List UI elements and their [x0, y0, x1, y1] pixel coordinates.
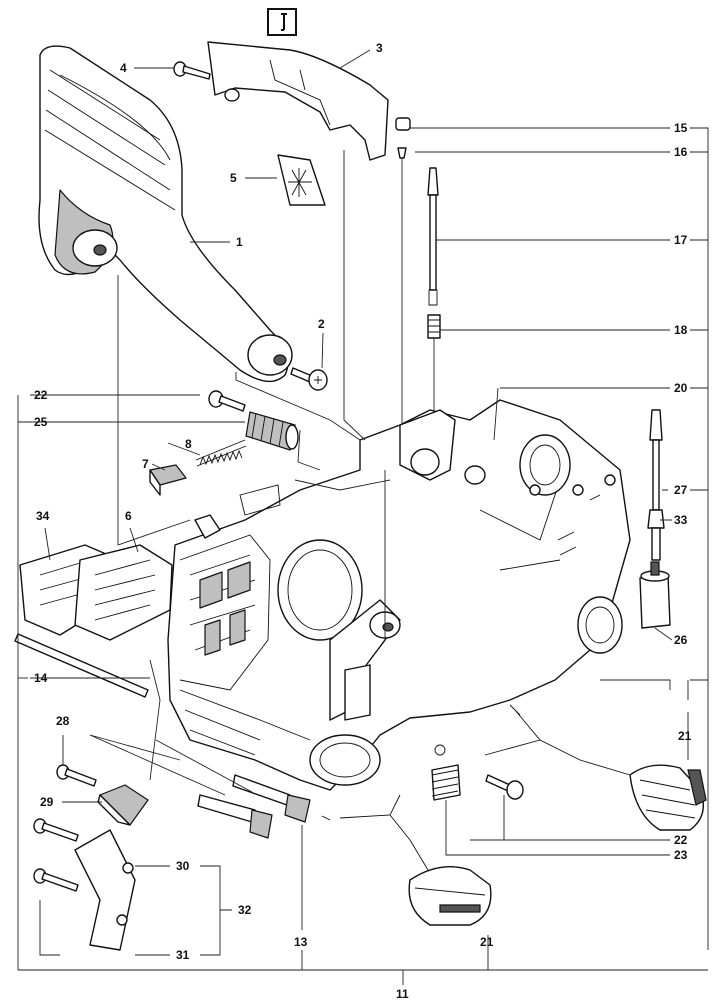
part-13-bolt — [197, 774, 311, 839]
part-5-filter — [277, 154, 326, 206]
part-14-rod — [14, 633, 149, 698]
label-4: 4 — [120, 61, 127, 75]
label-25: 25 — [34, 415, 48, 429]
label-8: 8 — [185, 437, 192, 451]
label-30: 30 — [176, 859, 190, 873]
label-6: 6 — [125, 509, 132, 523]
label-29: 29 — [40, 795, 54, 809]
part-6-plate — [74, 544, 173, 641]
leader-lines — [17, 49, 709, 985]
label-5: 5 — [230, 171, 237, 185]
part-labels: 4 3 5 1 2 15 16 17 18 20 22 25 8 7 27 34… — [34, 41, 692, 1001]
label-11: 11 — [396, 987, 409, 1001]
label-31: 31 — [176, 948, 190, 962]
part-8-spring — [195, 439, 247, 467]
part-1-handguard — [38, 45, 293, 383]
part-28-screw — [56, 764, 97, 787]
wrench-icon — [267, 8, 297, 36]
label-7: 7 — [142, 457, 149, 471]
part-17-rod — [427, 167, 439, 306]
part-33-connector — [647, 509, 665, 561]
label-15: 15 — [674, 121, 688, 135]
part-30-bracket — [33, 818, 136, 951]
label-21b: 21 — [480, 935, 494, 949]
label-33: 33 — [674, 513, 688, 527]
part-23-spring — [431, 744, 461, 801]
part-15-cap — [395, 117, 411, 131]
label-27: 27 — [674, 483, 688, 497]
part-26-filter — [639, 561, 671, 629]
label-26: 26 — [674, 633, 688, 647]
label-21a: 21 — [678, 729, 692, 743]
label-16: 16 — [674, 145, 688, 159]
part-29-block — [97, 784, 149, 826]
part-31-screw — [33, 868, 79, 892]
label-17: 17 — [674, 233, 688, 247]
label-32: 32 — [238, 903, 252, 917]
label-20: 20 — [674, 381, 688, 395]
label-2: 2 — [318, 317, 325, 331]
part-11-crankcase — [167, 399, 631, 791]
part-27-rod — [649, 409, 663, 511]
label-28: 28 — [56, 714, 70, 728]
part-25-spring-damper — [245, 411, 299, 451]
part-4-screw — [173, 61, 211, 80]
label-18: 18 — [674, 323, 688, 337]
label-22a: 22 — [34, 388, 48, 402]
part-21-cap-right — [484, 704, 707, 831]
part-22-screw-b — [485, 774, 524, 800]
label-14: 14 — [34, 671, 48, 685]
part-21-cap-bottom — [321, 794, 492, 926]
label-1: 1 — [236, 235, 243, 249]
part-7-block — [149, 464, 187, 496]
part-2-screw — [290, 367, 328, 391]
label-13: 13 — [294, 935, 308, 949]
part-3-cover — [207, 41, 389, 161]
label-23: 23 — [674, 848, 688, 862]
label-22b: 22 — [674, 833, 688, 847]
part-22-screw — [208, 390, 246, 412]
label-3: 3 — [376, 41, 383, 55]
label-34: 34 — [36, 509, 50, 523]
